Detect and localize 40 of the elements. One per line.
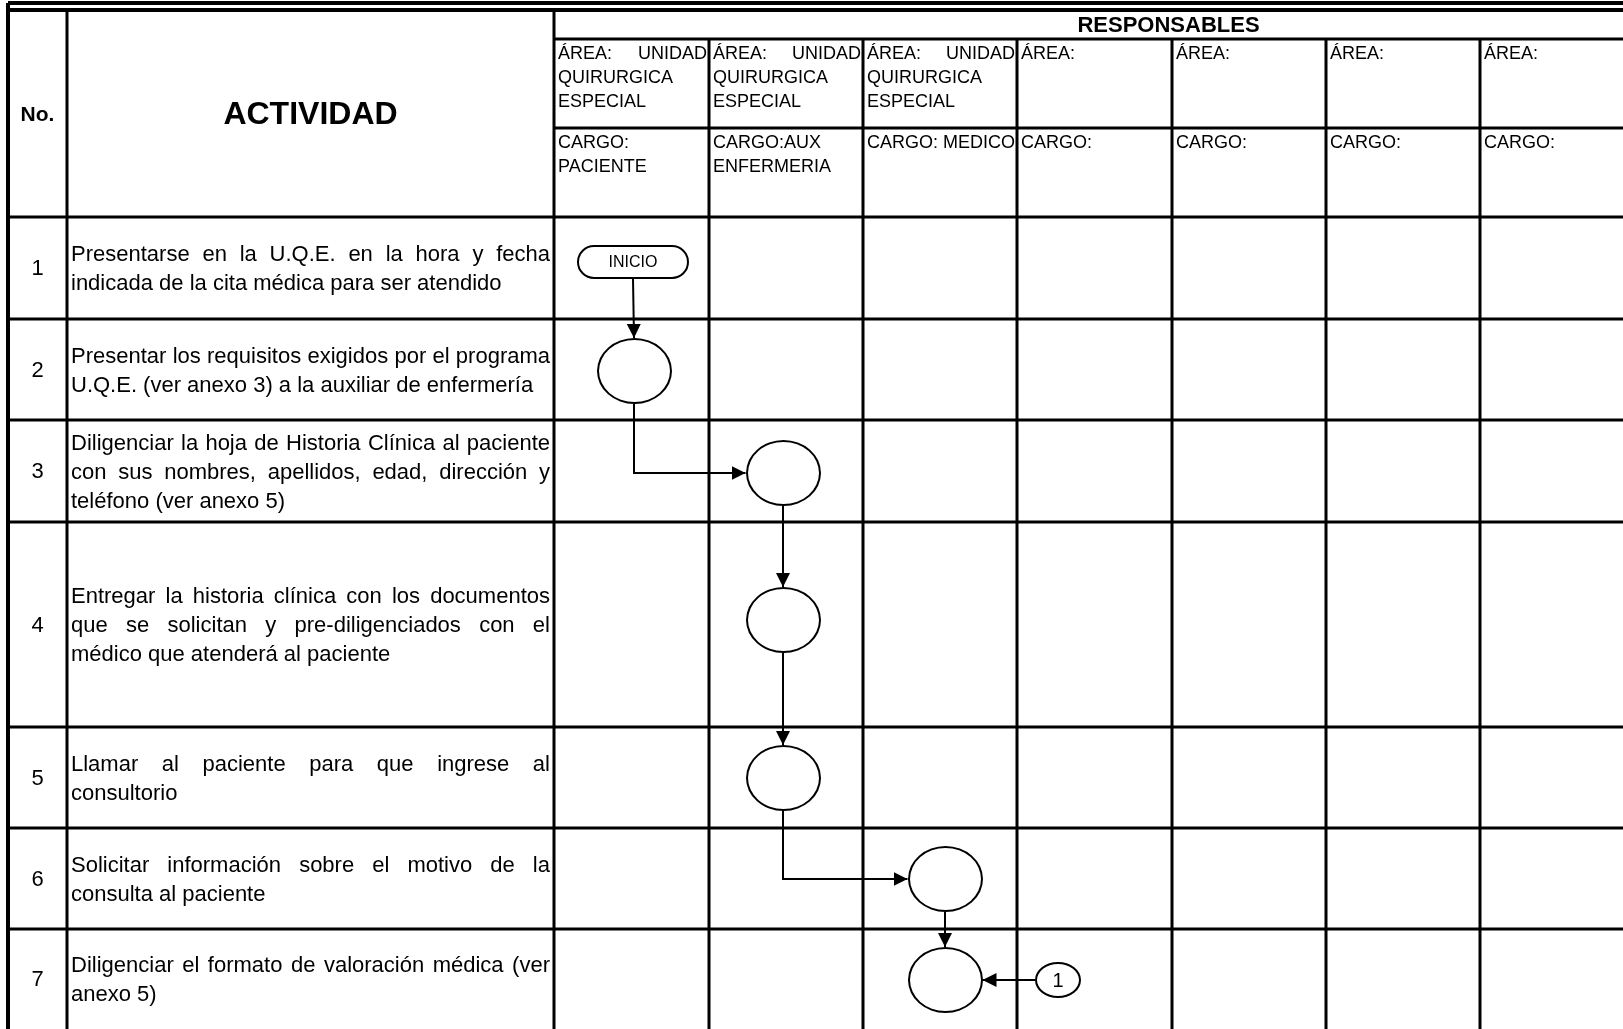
activity-description: Presentar los requisitos exigidos por el programa U.Q.E. (ver anexo 3) a la auxiliar de enfermería (71, 341, 550, 399)
activity-description: Diligenciar el formato de valoración médica (ver anexo 5) (71, 951, 550, 1008)
lane-area-label: ÁREA: UNIDAD QUIRURGICA ESPECIAL (867, 42, 1015, 113)
row-number: 6 (31, 865, 44, 892)
column-header: ACTIVIDAD (223, 95, 398, 132)
lane-area-label: ÁREA: (1021, 42, 1076, 65)
lane-area-label: ÁREA: (1330, 42, 1385, 65)
arrow (981, 973, 1036, 987)
activity-description: Entregar la historia clínica con los documentos que se solicitan y pre-diligenciados con el médico que atenderá al paciente (71, 582, 550, 668)
lane-area-label: ÁREA: UNIDAD QUIRURGICA ESPECIAL (558, 42, 707, 113)
row-number: 1 (31, 255, 44, 281)
arrow (938, 911, 952, 948)
lane-role-label: CARGO: (1484, 131, 1555, 154)
lane-role-label: CARGO: (1330, 131, 1401, 154)
lane-role-label: CARGO: MEDICO (867, 131, 1015, 154)
row-number: 5 (31, 764, 44, 791)
lane-area-label: ÁREA: (1176, 42, 1231, 65)
lane-area-label: ÁREA: (1484, 42, 1539, 65)
activity-description: Solicitar información sobre el motivo de la consulta al paciente (71, 850, 550, 908)
arrow (776, 652, 790, 746)
arrow (626, 278, 641, 339)
row-number: 4 (31, 611, 44, 638)
arrow (633, 403, 747, 480)
row-number: 3 (31, 458, 44, 484)
connector-circle: 1 (1035, 962, 1081, 998)
row-number: 2 (31, 356, 44, 383)
lane-area-label: ÁREA: UNIDAD QUIRURGICA ESPECIAL (713, 42, 861, 113)
activity-description: Llamar al paciente para que ingrese al consultorio (71, 749, 550, 807)
arrow (782, 810, 909, 886)
lane-role-label: CARGO: (1176, 131, 1247, 154)
row-number: 7 (31, 966, 44, 992)
start-terminal: INICIO (577, 245, 689, 279)
column-header: No. (20, 101, 55, 126)
lane-role-label: CARGO:AUX ENFERMERIA (713, 131, 832, 178)
activity-description: Diligenciar la hoja de Historia Clínica al paciente con sus nombres, apellidos, edad, dirección y teléfono (ver anexo 5) (71, 428, 550, 515)
activity-description: Presentarse en la U.Q.E. en la hora y fecha indicada de la cita médica para ser atendido (71, 240, 550, 297)
column-header: RESPONSABLES (1077, 11, 1260, 38)
lane-role-label: CARGO: PACIENTE (558, 131, 648, 178)
lane-role-label: CARGO: (1021, 131, 1092, 154)
arrow (776, 505, 790, 588)
